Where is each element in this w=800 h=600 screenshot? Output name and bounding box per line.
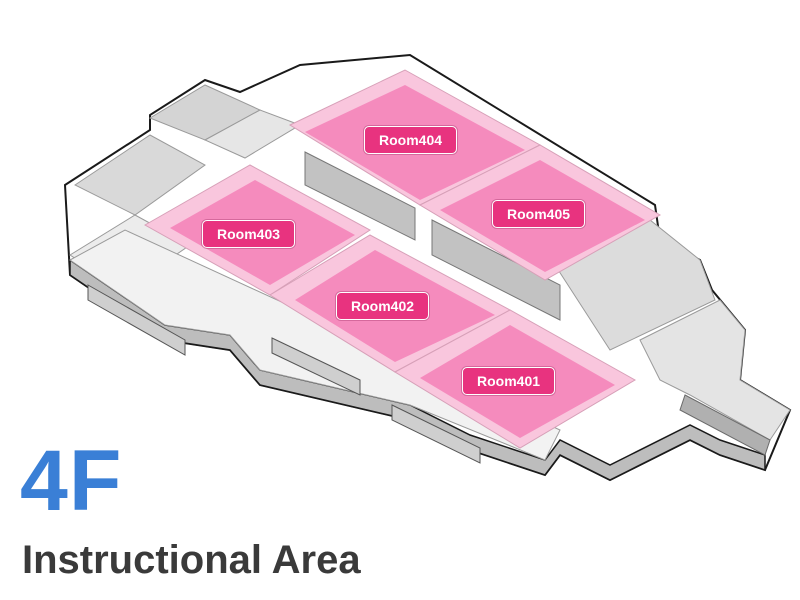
east-wing-wall [679, 394, 771, 456]
room401-label[interactable]: Room401 [462, 367, 556, 395]
west-window-row [87, 284, 186, 356]
east-window-row [391, 404, 481, 464]
room404-label[interactable]: Room404 [364, 126, 458, 154]
room402-label[interactable]: Room402 [336, 292, 430, 320]
floor-number: 4F [20, 433, 123, 529]
room405-label[interactable]: Room405 [492, 200, 586, 228]
west-service-block [74, 134, 206, 216]
area-name: Instructional Area [22, 538, 361, 582]
window-rows [87, 284, 481, 464]
east-corridor [639, 299, 791, 441]
room403-label[interactable]: Room403 [202, 220, 296, 248]
middle-window-row [271, 337, 361, 396]
south-corridor [69, 229, 561, 461]
interior-spine-wall [304, 151, 416, 241]
building-south-wall [69, 258, 766, 481]
